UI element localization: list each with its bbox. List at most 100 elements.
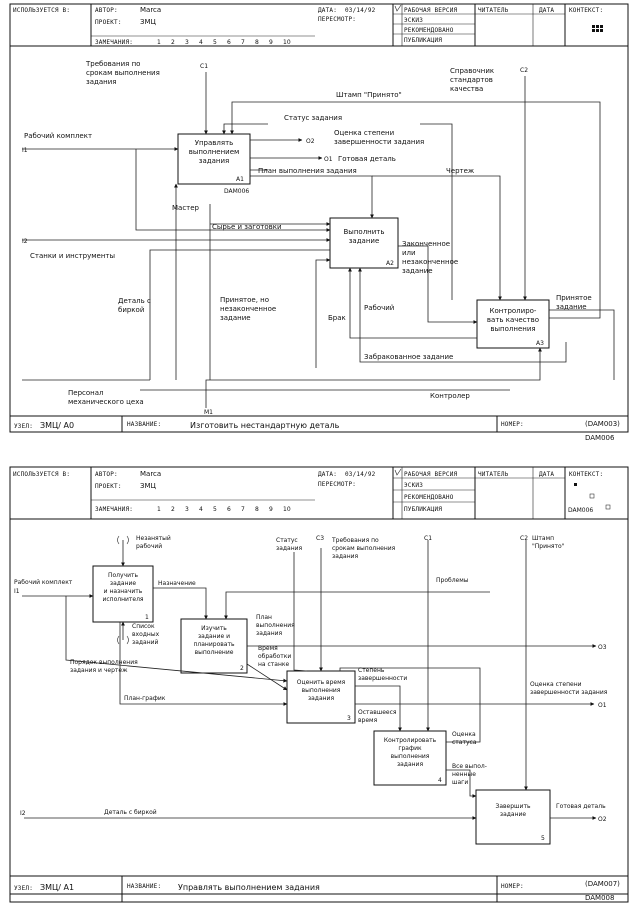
- arrow-label: Оценка степени: [530, 681, 582, 688]
- arrow-label: шаги: [452, 779, 468, 786]
- arrow-m1: [205, 347, 542, 408]
- arrow-label: задание: [220, 314, 251, 322]
- arrow-label: время: [358, 717, 378, 724]
- arrow-label: статуса: [452, 739, 477, 746]
- diagram-title: Управлять выполнением задания: [178, 883, 320, 892]
- icom-code: C1: [424, 535, 432, 542]
- arrow-label: обработки: [258, 653, 291, 660]
- arrow-label: Требования по: [331, 537, 379, 544]
- labels-a0: Требования по срокам выполнения задания …: [22, 60, 592, 416]
- arrow-label: ненные: [452, 771, 476, 778]
- arrow-label: выполнения: [256, 622, 295, 629]
- box-number: A3: [536, 340, 544, 347]
- arrow-label: Персонал: [68, 389, 104, 397]
- reader-date-label: ДАТА: [539, 7, 554, 14]
- context-grid-icon: [592, 25, 603, 32]
- box-label-line: Выполнить: [344, 228, 385, 236]
- arrow-label: Брак: [328, 314, 346, 322]
- note-number: 6: [227, 39, 231, 46]
- status-recommended: РЕКОМЕНДОВАНО: [404, 494, 454, 501]
- diagram-a1-footer: УЗЕЛ: ЗМЦ/ А1 НАЗВАНИЕ: Управлять выполн…: [10, 875, 628, 902]
- activity-box-5[interactable]: Завершить задание 5: [475, 789, 551, 845]
- tunnel-icon: [117, 535, 129, 545]
- arrow-task-status: [293, 552, 308, 672]
- arrow-task-status: [222, 123, 268, 135]
- revision-label: ПЕРЕСМОТР:: [318, 481, 356, 488]
- note-number: 3: [185, 39, 189, 46]
- arrow-label: механического цеха: [68, 398, 144, 406]
- box-label-line: Получить: [108, 572, 139, 579]
- arrow-label: завершенности задания: [334, 138, 424, 146]
- box-label-line: Изучить: [201, 625, 227, 632]
- box-number: 2: [240, 665, 244, 672]
- activity-box-a3[interactable]: Контролиро- вать качество выполнения A3: [476, 299, 550, 349]
- icom-code: I2: [22, 238, 28, 245]
- number-label: НОМЕР:: [501, 883, 524, 890]
- arrow-label: "Принято": [532, 543, 565, 550]
- arrow-all-done: [446, 769, 477, 798]
- title-label: НАЗВАНИЕ:: [127, 421, 161, 428]
- note-number: 3: [185, 506, 189, 513]
- icom-code: O3: [598, 644, 607, 651]
- activity-box-a2[interactable]: Выполнить задание A2: [329, 217, 399, 269]
- activity-box-1[interactable]: Получить задание и назначить исполнителя…: [92, 565, 154, 623]
- arrow-label: биркой: [118, 306, 144, 314]
- date-label: ДАТА:: [318, 471, 337, 478]
- reader-label: ЧИТАТЕЛЬ: [478, 7, 509, 14]
- arrow-label: Степень: [358, 667, 385, 674]
- box-number: A2: [386, 260, 394, 267]
- project-label: ПРОЕКТ:: [95, 483, 122, 490]
- project-value: ЗМЦ: [140, 482, 157, 490]
- activity-box-3[interactable]: Оценить время выполнения задания 3: [286, 670, 356, 724]
- arrow-label: Готовая деталь: [556, 803, 606, 810]
- node-label: УЗЕЛ:: [14, 423, 33, 430]
- notes-label: ЗАМЕЧАНИЯ:: [95, 39, 133, 46]
- note-number: 5: [213, 39, 217, 46]
- arrow-label: Назначение: [158, 580, 196, 587]
- activity-box-a1[interactable]: Управлять выполнением задания A1 DAM006: [177, 133, 251, 195]
- arrow-label: План выполнения задания: [258, 167, 357, 175]
- revision-label: ПЕРЕСМОТР:: [318, 16, 356, 23]
- arrow-label: Контролер: [430, 392, 470, 400]
- check-mark-icon: [394, 4, 402, 12]
- box-number: 1: [145, 614, 149, 621]
- arrow-label: Список: [132, 623, 155, 630]
- box-label-line: задание и: [198, 633, 230, 640]
- box-label-line: выполнение: [195, 649, 234, 656]
- arrow-label: Чертеж: [446, 167, 475, 175]
- box-label-line: Управлять: [195, 139, 234, 147]
- icom-code: C3: [316, 535, 324, 542]
- arrow-label: входных: [132, 631, 160, 638]
- status-recommended: РЕКОМЕНДОВАНО: [404, 27, 454, 34]
- arrow-i1-branch: [135, 149, 331, 232]
- box-label-line: Контролиро-: [490, 307, 537, 315]
- arrow-label: План: [256, 614, 272, 621]
- reader-label: ЧИТАТЕЛЬ: [478, 471, 509, 478]
- arrow-drawing: [372, 175, 502, 301]
- icom-code: O2: [598, 816, 607, 823]
- used-at-label: ИСПОЛЬЗУЕТСЯ В:: [13, 7, 70, 14]
- icom-code: I2: [20, 810, 26, 817]
- arrow-label: Проблемы: [436, 577, 469, 584]
- icom-code: O1: [598, 702, 607, 709]
- arrow-label: Требования по: [85, 60, 140, 68]
- labels-a1: Незанятый рабочий Статус задания C3 Треб…: [14, 535, 608, 823]
- status-working: РАБОЧАЯ ВЕРСИЯ: [404, 7, 458, 14]
- author-label: АВТОР:: [95, 7, 118, 14]
- context-label: КОНТЕКСТ:: [569, 7, 603, 14]
- box-label-line: Оценить время: [297, 679, 346, 686]
- tunnel-icon: [117, 635, 129, 645]
- note-number: 4: [199, 39, 203, 46]
- notes-label: ЗАМЕЧАНИЯ:: [95, 506, 133, 513]
- icom-code: M1: [204, 409, 213, 416]
- activity-box-2[interactable]: Изучить задание и планировать выполнение…: [180, 618, 248, 674]
- arrow-label: Незанятый: [136, 535, 171, 542]
- box-reference: DAM006: [224, 188, 249, 195]
- box-label-line: выполнения: [490, 325, 535, 333]
- arrow-worker: [315, 258, 331, 368]
- arrow-part-tag: [149, 249, 330, 380]
- activity-box-4[interactable]: Контролировать график выполнения задания…: [373, 730, 447, 786]
- arrow-label: Справочник: [450, 67, 494, 75]
- note-number: 2: [171, 506, 175, 513]
- arrow-label: Деталь с: [118, 297, 151, 305]
